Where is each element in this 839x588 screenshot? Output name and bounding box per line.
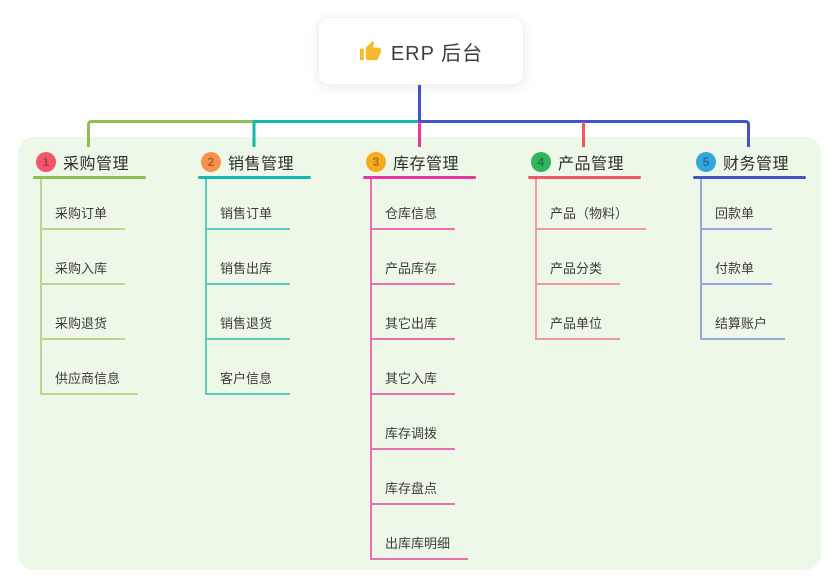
branch-sales-header[interactable]: 2 销售管理 — [198, 148, 311, 176]
mindmap-node[interactable]: 结算账户 — [700, 316, 786, 340]
mindmap-node[interactable]: 产品单位 — [535, 316, 621, 340]
branch-title: 销售管理 — [228, 156, 295, 173]
branch-title: 产品管理 — [558, 156, 625, 173]
branch-underline — [528, 176, 641, 179]
mindmap-node[interactable]: 回款单 — [700, 206, 773, 230]
mindmap-node[interactable]: 客户信息 — [205, 371, 291, 395]
mindmap-node[interactable]: 产品（物料） — [535, 206, 647, 230]
branch-inventory-header[interactable]: 3 库存管理 — [363, 148, 476, 176]
branch-spine — [40, 179, 42, 395]
mindmap-node[interactable]: 销售退货 — [205, 316, 291, 340]
mindmap-node[interactable]: 付款单 — [700, 261, 773, 285]
branch-title: 财务管理 — [723, 156, 790, 173]
branch-purchase-header[interactable]: 1 采购管理 — [33, 148, 146, 176]
branch-finance-header[interactable]: 5 财务管理 — [693, 148, 806, 176]
branch-number-badge: 5 — [696, 152, 716, 172]
mindmap-node[interactable]: 产品库存 — [370, 261, 456, 285]
branch-spine — [370, 179, 372, 560]
mindmap-node[interactable]: 采购入库 — [40, 261, 126, 285]
mindmap-node[interactable]: 其它出库 — [370, 316, 456, 340]
mindmap-node[interactable]: 库存盘点 — [370, 481, 456, 505]
branch-underline — [198, 176, 311, 179]
mindmap-node[interactable]: 出库库明细 — [370, 536, 469, 560]
branch-purchase: 1 采购管理 采购订单 采购入库 采购退货 供应商信息 — [33, 148, 146, 395]
root-node[interactable]: ERP 后台 — [318, 17, 524, 85]
mindmap-node[interactable]: 销售订单 — [205, 206, 291, 230]
branch-title: 库存管理 — [393, 156, 460, 173]
branch-sales: 2 销售管理 销售订单 销售出库 销售退货 客户信息 — [198, 148, 311, 395]
branches-panel — [18, 137, 821, 570]
branch-spine — [205, 179, 207, 395]
thumbs-up-icon — [359, 40, 381, 60]
branch-product: 4 产品管理 产品（物料） 产品分类 产品单位 — [528, 148, 647, 340]
mindmap-node[interactable]: 销售出库 — [205, 261, 291, 285]
branch-number-badge: 3 — [366, 152, 386, 172]
branch-spine — [535, 179, 537, 340]
branch-underline — [693, 176, 806, 179]
branch-finance: 5 财务管理 回款单 付款单 结算账户 — [693, 148, 806, 340]
mindmap-node[interactable]: 供应商信息 — [40, 371, 139, 395]
branch-number-badge: 1 — [36, 152, 56, 172]
branch-underline — [33, 176, 146, 179]
mindmap-node[interactable]: 仓库信息 — [370, 206, 456, 230]
branch-spine — [700, 179, 702, 340]
mindmap-node[interactable]: 采购退货 — [40, 316, 126, 340]
root-title: ERP 后台 — [390, 42, 484, 65]
mindmap-node[interactable]: 库存调拨 — [370, 426, 456, 450]
branch-underline — [363, 176, 476, 179]
branch-inventory: 3 库存管理 仓库信息 产品库存 其它出库 其它入库 库存调拨 库存盘点 出库库… — [363, 148, 476, 560]
mindmap-node[interactable]: 其它入库 — [370, 371, 456, 395]
mindmap-node[interactable]: 产品分类 — [535, 261, 621, 285]
branch-number-badge: 4 — [531, 152, 551, 172]
branch-number-badge: 2 — [201, 152, 221, 172]
branch-product-header[interactable]: 4 产品管理 — [528, 148, 641, 176]
mindmap-node[interactable]: 采购订单 — [40, 206, 126, 230]
branch-title: 采购管理 — [63, 156, 130, 173]
